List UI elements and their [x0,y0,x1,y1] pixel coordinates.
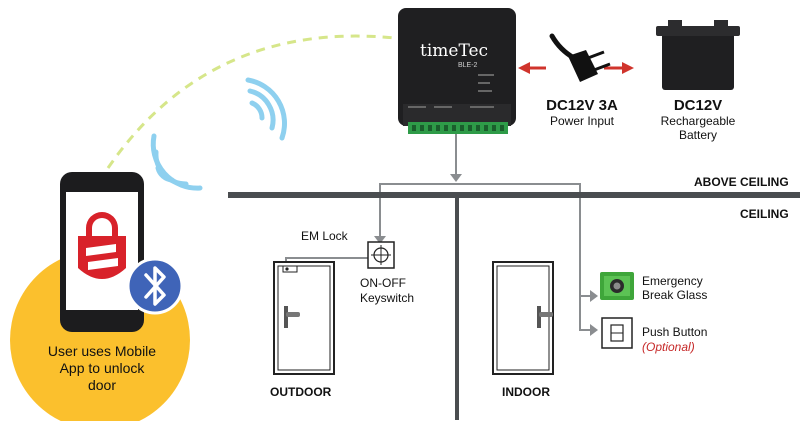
push-button-note: (Optional) [642,340,695,354]
wireless-link-arc [106,34,396,169]
outdoor-door [273,261,335,375]
power-plug-icon [549,33,611,82]
battery-line2: Battery [678,128,717,142]
outdoor-label: OUTDOOR [270,385,332,399]
controller-signal-icon [245,77,287,141]
keyswitch-icon [367,241,395,269]
battery-icon [656,20,740,90]
emergency-label-line2: Break Glass [642,288,708,302]
bluetooth-icon [126,257,184,315]
break-glass-icon [600,272,634,300]
ble2-controller [398,8,516,134]
user-caption-line1: User uses Mobile [47,343,157,359]
indoor-label: INDOOR [502,385,550,399]
indoor-door [492,261,554,375]
ceiling-label: CEILING [740,207,789,221]
smartphone [60,172,144,332]
push-button-label: Push Button [642,325,708,339]
user-caption-line3: door [87,377,117,393]
battery-line1: Rechargeable [660,114,736,128]
battery-title: DC12V [673,97,723,114]
keyswitch-label-line2: Keyswitch [360,291,415,305]
power-arrows [518,62,634,74]
phone-signal-icon [150,133,203,191]
em-lock-label: EM Lock [301,229,348,243]
keyswitch-label-line1: ON-OFF [360,276,406,290]
app-shield-icon [78,212,126,279]
wall-divider [455,198,459,420]
emergency-label-line1: Emergency [642,274,703,288]
power-input-title: DC12V 3A [546,97,618,114]
push-button-icon [601,317,633,349]
ceiling-line [228,192,800,198]
controller-brand: timeTec [420,41,489,61]
controller-model: BLE-2 [458,62,478,69]
power-input-subtitle: Power Input [549,114,615,128]
above-ceiling-label: ABOVE CEILING [694,175,789,189]
user-caption-line2: App to unlock [59,360,145,376]
